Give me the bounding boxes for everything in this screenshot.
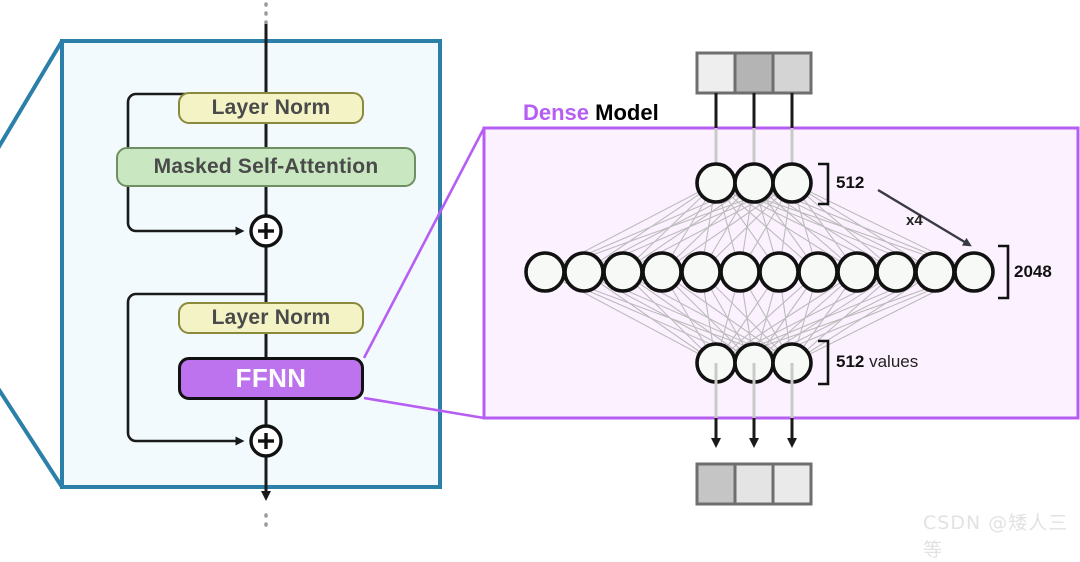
input-vector-cells (695, 51, 813, 95)
dense-model-title-accent: Dense (523, 100, 590, 125)
ffnn-block[interactable]: FFNN (178, 357, 364, 400)
layer-norm-1-label: Layer Norm (211, 96, 331, 119)
expansion-factor-label: x4 (906, 212, 923, 229)
input-layer-size-value: 512 (836, 173, 865, 192)
teal-zoom-connectors (0, 39, 64, 489)
masked-self-attention-label: Masked Self-Attention (153, 155, 379, 178)
output-vector-cells (695, 462, 813, 506)
residual-add-node-2 (249, 424, 283, 458)
output-layer-size-value: 512 (836, 352, 865, 371)
expansion-factor-value: x4 (906, 212, 923, 229)
dense-model-title-rest: Model (589, 100, 659, 125)
input-layer-size-label: 512 (836, 173, 864, 193)
purple-zoom-connectors (362, 127, 486, 420)
residual-skip-path-2 (126, 292, 266, 446)
hidden-layer-size-label: 2048 (1014, 262, 1052, 282)
hidden-layer-size-value: 2048 (1014, 262, 1052, 281)
bracket-output-512 (818, 339, 830, 386)
layer-norm-2-label: Layer Norm (211, 306, 331, 329)
csdn-watermark: CSDN @矮人三等 (923, 512, 1069, 561)
layer-norm-2-block[interactable]: Layer Norm (178, 302, 364, 334)
hidden-neuron-layer (524, 251, 995, 293)
bracket-hidden-2048 (998, 244, 1010, 300)
output-layer-size-unit: values (864, 352, 919, 371)
bracket-input-512 (818, 162, 830, 206)
output-layer-size-label: 512 values (836, 352, 918, 372)
input-neuron-layer (695, 162, 813, 204)
dense-model-title: Dense Model (523, 100, 659, 126)
masked-self-attention-block[interactable]: Masked Self-Attention (116, 147, 416, 187)
layer-norm-1-block[interactable]: Layer Norm (178, 92, 364, 124)
expansion-arrow (877, 188, 972, 247)
output-feed-lines (711, 363, 797, 448)
residual-add-node-1 (249, 214, 283, 248)
diagram-vector-layer (0, 2, 1080, 534)
ffnn-label: FFNN (235, 363, 307, 393)
